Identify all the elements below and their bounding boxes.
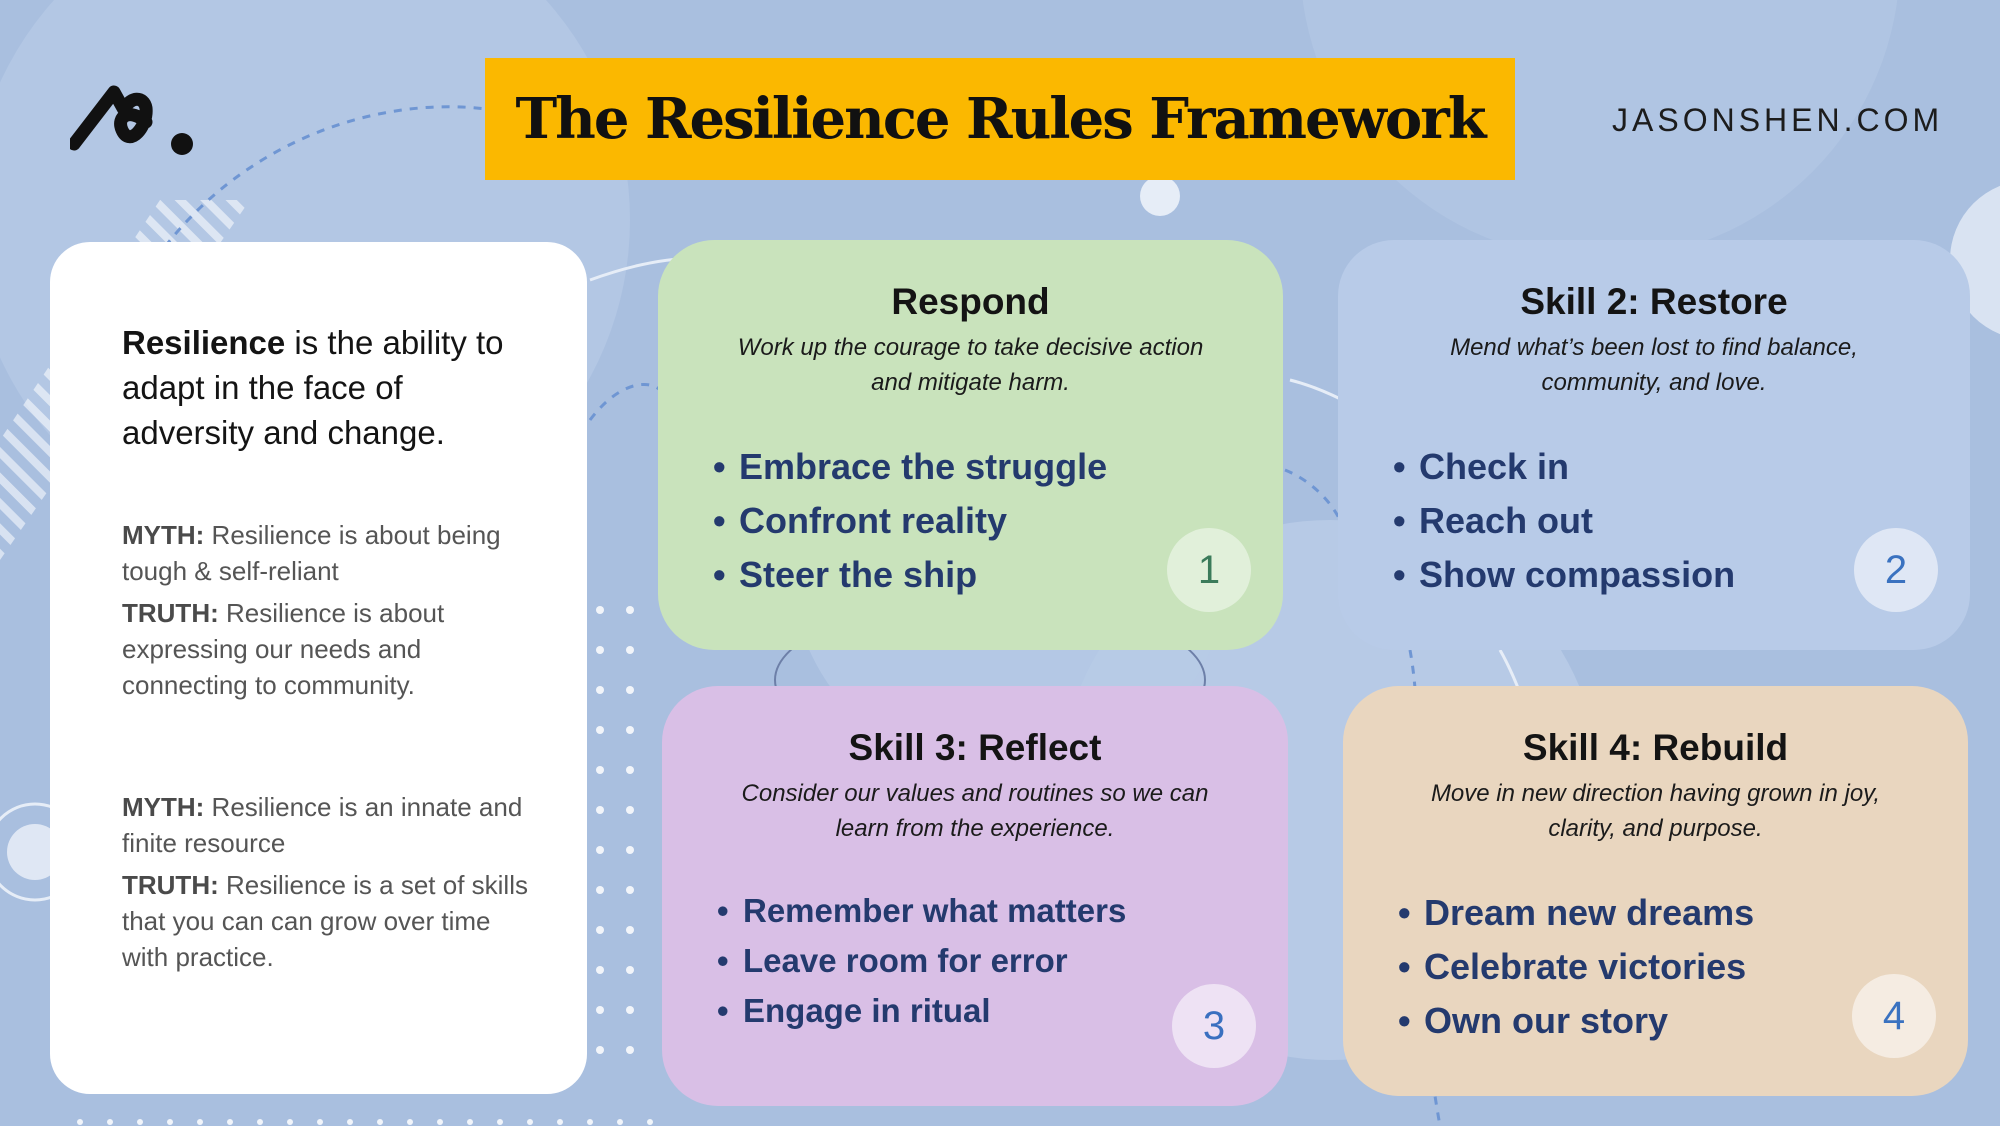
definition-text: is the ability to adapt in the face of a… <box>122 324 504 451</box>
list-item-text: Engage in ritual <box>743 992 991 1029</box>
skill-number-badge: 4 <box>1852 974 1936 1058</box>
list-item-text: Show compassion <box>1419 554 1736 595</box>
list-item: • Reach out <box>1393 494 1970 548</box>
list-item: • Show compassion <box>1393 548 1970 602</box>
truth-label: TRUTH: <box>122 870 219 900</box>
list-item-text: Celebrate victories <box>1424 946 1747 987</box>
truth-text: Resilience is about expressing our needs… <box>122 598 445 700</box>
title-banner: The Resilience Rules Framework <box>485 58 1515 180</box>
list-item: • Steer the ship <box>713 548 1283 602</box>
list-item-text: Dream new dreams <box>1424 892 1755 933</box>
list-item: • Dream new dreams <box>1398 886 1968 940</box>
list-item: • Engage in ritual <box>717 986 1288 1036</box>
skill-card-respond: Respond Work up the courage to take deci… <box>658 240 1283 650</box>
skill-number-badge: 1 <box>1167 528 1251 612</box>
skill-list: • Dream new dreams • Celebrate victories •… <box>1343 886 1968 1048</box>
bullet-icon: • <box>713 446 726 487</box>
bullet-icon: • <box>1398 892 1411 933</box>
myth-statement: MYTH: Resilience is about being tough & … <box>122 517 529 589</box>
list-item: • Leave room for error <box>717 936 1288 986</box>
bullet-icon: • <box>717 942 729 979</box>
skill-description: Consider our values and routines so we c… <box>741 780 1209 842</box>
bullet-icon: • <box>713 500 726 541</box>
bullet-icon: • <box>1393 554 1406 595</box>
skill-description: Mend what’s been lost to find balance, c… <box>1450 334 1858 396</box>
skill-description: Work up the courage to take decisive act… <box>737 334 1204 396</box>
myth-truth-pair-2: MYTH: Resilience is an innate and finite… <box>122 789 529 975</box>
truth-text: Resilience is a set of skills that you c… <box>122 870 528 972</box>
list-item: • Celebrate victories <box>1398 940 1968 994</box>
truth-label: TRUTH: <box>122 598 219 628</box>
list-item: • Check in <box>1393 440 1970 494</box>
myth-label: MYTH: <box>122 520 205 550</box>
page-title: The Resilience Rules Framework <box>515 86 1486 152</box>
bullet-icon: • <box>1398 946 1411 987</box>
skill-list: • Check in • Reach out • Show compassion <box>1338 440 1970 602</box>
bullet-icon: • <box>717 892 729 929</box>
bullet-icon: • <box>1393 446 1406 487</box>
list-item-text: Embrace the struggle <box>739 446 1108 487</box>
list-item: • Confront reality <box>713 494 1283 548</box>
skill-description: Move in new direction having grown in jo… <box>1430 780 1881 842</box>
myth-text: Resilience is an innate and finite resou… <box>122 792 523 858</box>
skill-list: • Remember what matters • Leave room for e… <box>662 886 1288 1036</box>
signature-logo-icon <box>70 85 193 155</box>
myth-truth-pair-1: MYTH: Resilience is about being tough & … <box>122 517 529 703</box>
bullet-icon: • <box>1398 1000 1411 1041</box>
list-item: • Own our story <box>1398 994 1968 1048</box>
list-item: • Remember what matters <box>717 886 1288 936</box>
bullet-icon: • <box>713 554 726 595</box>
bullet-icon: • <box>1393 500 1406 541</box>
list-item-text: Remember what matters <box>743 892 1127 929</box>
skill-list: •Embrace the struggle •Confront reality … <box>658 440 1283 602</box>
myth-statement: MYTH: Resilience is an innate and finite… <box>122 789 529 861</box>
skill-number-badge: 2 <box>1854 528 1938 612</box>
skill-title: Skill 3: Reflect <box>848 727 1102 768</box>
list-item-text: Confront reality <box>739 500 1008 541</box>
list-item-text: Leave room for error <box>743 942 1068 979</box>
skill-card-restore: Skill 2: Restore Mend what’s been lost t… <box>1338 240 1970 650</box>
myth-label: MYTH: <box>122 792 205 822</box>
skill-title: Respond <box>891 281 1050 322</box>
skill-card-rebuild: Skill 4: Rebuild Move in new direction h… <box>1343 686 1968 1096</box>
myth-text: Resilience is about being tough & self-r… <box>122 520 501 586</box>
list-item-text: Own our story <box>1424 1000 1669 1041</box>
truth-statement: TRUTH: Resilience is about expressing ou… <box>122 595 529 703</box>
list-item-text: Reach out <box>1419 500 1594 541</box>
truth-statement: TRUTH: Resilience is a set of skills tha… <box>122 867 529 975</box>
list-item-text: Check in <box>1419 446 1570 487</box>
resilience-definition: Resilience is the ability to adapt in th… <box>122 320 529 455</box>
site-url: JASONSHEN.COM <box>1612 102 1944 138</box>
skill-title: Skill 4: Rebuild <box>1522 727 1789 768</box>
list-item-text: Steer the ship <box>739 554 978 595</box>
skill-card-reflect: Skill 3: Reflect Consider our values and… <box>662 686 1288 1106</box>
definition-term: Resilience <box>122 324 286 361</box>
skill-number-badge: 3 <box>1172 984 1256 1068</box>
skill-title: Skill 2: Restore <box>1520 281 1788 322</box>
bullet-icon: • <box>717 992 729 1029</box>
definition-card: Resilience is the ability to adapt in th… <box>50 242 587 1094</box>
list-item: • Embrace the struggle <box>713 440 1283 494</box>
